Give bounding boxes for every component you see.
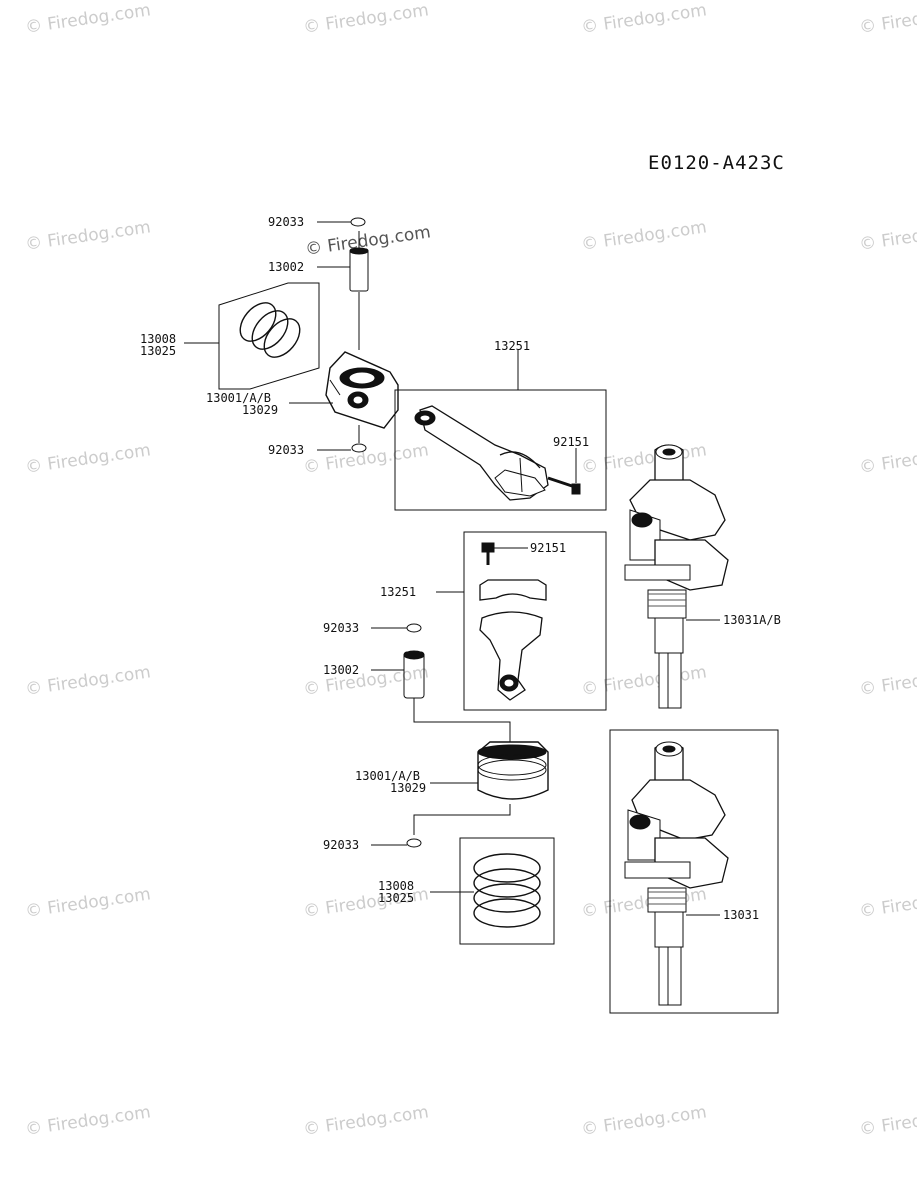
part-label-piston[interactable]: 13001/A/B xyxy=(355,769,421,783)
part-label-ring-set[interactable]: 13025 xyxy=(378,891,415,905)
diagram-code: E0120-A423C xyxy=(648,152,785,174)
piston-a[interactable] xyxy=(289,351,399,443)
piston-pin-a[interactable] xyxy=(317,231,369,350)
part-label-crankshaft[interactable]: 13031 xyxy=(723,908,760,922)
part-label-bolt[interactable]: 92151 xyxy=(530,541,567,555)
bolt-b[interactable] xyxy=(481,542,528,565)
part-label-pin-clip[interactable]: 92033 xyxy=(268,215,305,229)
part-label-pin-clip[interactable]: 92033 xyxy=(323,621,360,635)
part-label-piston-pin[interactable]: 13002 xyxy=(323,663,360,677)
bolt-a[interactable] xyxy=(547,448,581,495)
part-label-piston-pin[interactable]: 13002 xyxy=(268,260,305,274)
ring-set-b[interactable] xyxy=(430,837,555,945)
ring-set-a[interactable] xyxy=(184,282,320,390)
piston-pin-b[interactable] xyxy=(371,650,511,742)
part-label-pin-clip[interactable]: 92033 xyxy=(323,838,360,852)
part-label-bolt[interactable]: 92151 xyxy=(553,435,590,449)
part-label-conrod[interactable]: 13251 xyxy=(380,585,417,599)
conrod-a[interactable] xyxy=(394,350,607,511)
part-label-conrod[interactable]: 13251 xyxy=(494,339,531,353)
pin-clip-top-a[interactable] xyxy=(317,217,366,227)
conrod-b[interactable] xyxy=(436,531,607,711)
part-label-piston[interactable]: 13001/A/B xyxy=(206,391,272,405)
crankshaft[interactable] xyxy=(609,729,779,1014)
crankshaft-ab[interactable] xyxy=(624,444,729,709)
pin-clip-top-b[interactable] xyxy=(371,623,422,633)
part-label-pin-clip[interactable]: 92033 xyxy=(268,443,305,457)
part-label-ring-set[interactable]: 13008 xyxy=(378,879,415,893)
pin-clip-bottom-a[interactable] xyxy=(317,443,367,453)
part-label-piston[interactable]: 13029 xyxy=(242,403,279,417)
part-label-ring-set[interactable]: 13008 xyxy=(140,332,177,346)
part-label-piston[interactable]: 13029 xyxy=(390,781,427,795)
pin-clip-bottom-b[interactable] xyxy=(371,838,422,848)
part-label-crankshaft[interactable]: 13031A/B xyxy=(723,613,781,627)
piston-b[interactable] xyxy=(413,741,549,835)
part-label-ring-set[interactable]: 13025 xyxy=(140,344,177,358)
